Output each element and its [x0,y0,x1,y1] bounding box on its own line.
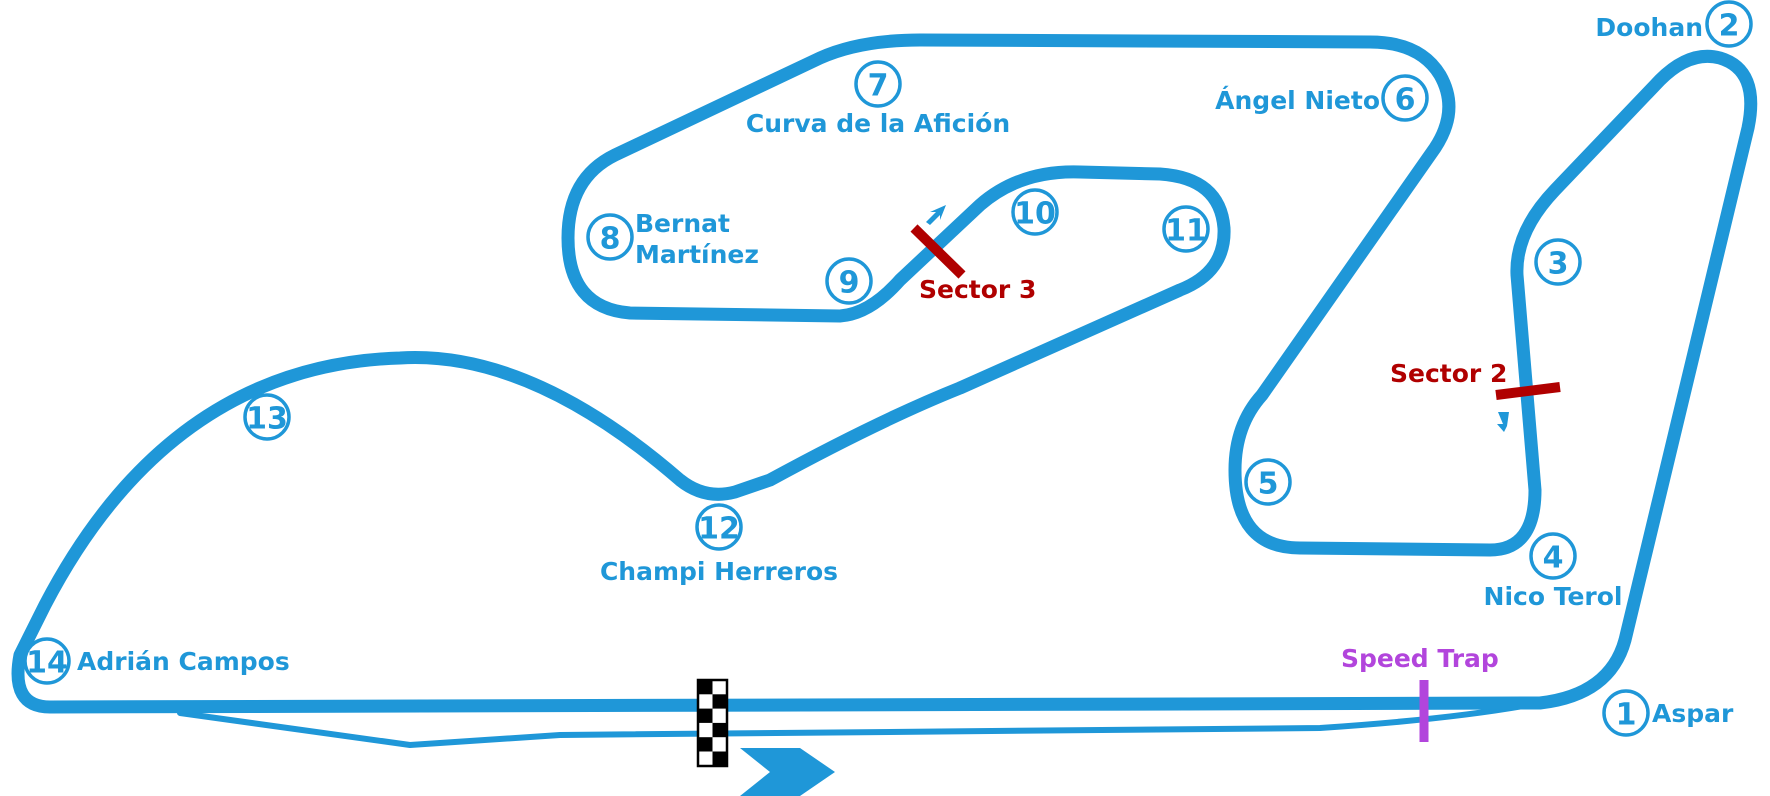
turn-name: Champi Herreros [600,557,838,586]
direction-arrow-icon [926,205,946,225]
direction-arrow-icon [1497,412,1509,432]
turn-number: 8 [600,222,621,257]
turn-number: 3 [1548,247,1569,282]
turn-12: 12 Champi Herreros [600,503,838,586]
sector-2-label: Sector 2 [1390,359,1507,388]
turn-14: 14 Adrián Campos [23,637,290,685]
turn-10: 10 [1011,188,1059,236]
turn-1: 1 Aspar [1602,689,1734,737]
turn-name: Doohan [1595,13,1703,42]
turn-number: 4 [1543,541,1564,576]
turn-number: 1 [1616,698,1637,733]
turn-number: 14 [26,646,68,681]
turn-number: 6 [1395,83,1416,118]
turn-number: 5 [1258,467,1279,502]
start-finish-flag [696,678,729,768]
turn-name: Ángel Nieto [1215,86,1380,115]
sector-3-label: Sector 3 [919,275,1036,304]
turn-name: Bernat [635,209,730,238]
sector-2-marker [1495,382,1561,400]
turn-number: 12 [698,512,740,547]
turn-number: 11 [1165,214,1207,249]
turn-name: Nico Terol [1484,582,1623,611]
turn-number: 2 [1719,9,1740,44]
race-direction-icon [740,748,835,796]
turn-name-line-2: Martínez [635,240,759,269]
sector-3-marker [910,224,966,279]
turn-name: Adrián Campos [77,647,290,676]
turn-5: 5 [1244,458,1292,506]
turn-number: 10 [1014,197,1056,232]
turn-2: 2 Doohan [1595,0,1753,48]
turn-11: 11 [1162,205,1210,253]
turn-3: 3 [1534,238,1582,286]
turn-8: 8 Bernat Martínez [586,209,759,269]
speed-trap-label: Speed Trap [1341,644,1499,673]
turn-7: 7 Curva de la Afición [746,60,1010,138]
turn-number: 9 [839,266,860,301]
turn-number: 7 [868,69,889,104]
turn-name: Aspar [1652,699,1734,728]
turn-9: 9 [825,257,873,305]
turn-13: 13 [243,393,291,441]
turn-number: 13 [246,402,288,437]
track-outline [11,33,1758,714]
turn-name: Curva de la Afición [746,109,1010,138]
turn-6: 6 Ángel Nieto [1215,74,1429,122]
turn-4: 4 Nico Terol [1484,532,1623,611]
